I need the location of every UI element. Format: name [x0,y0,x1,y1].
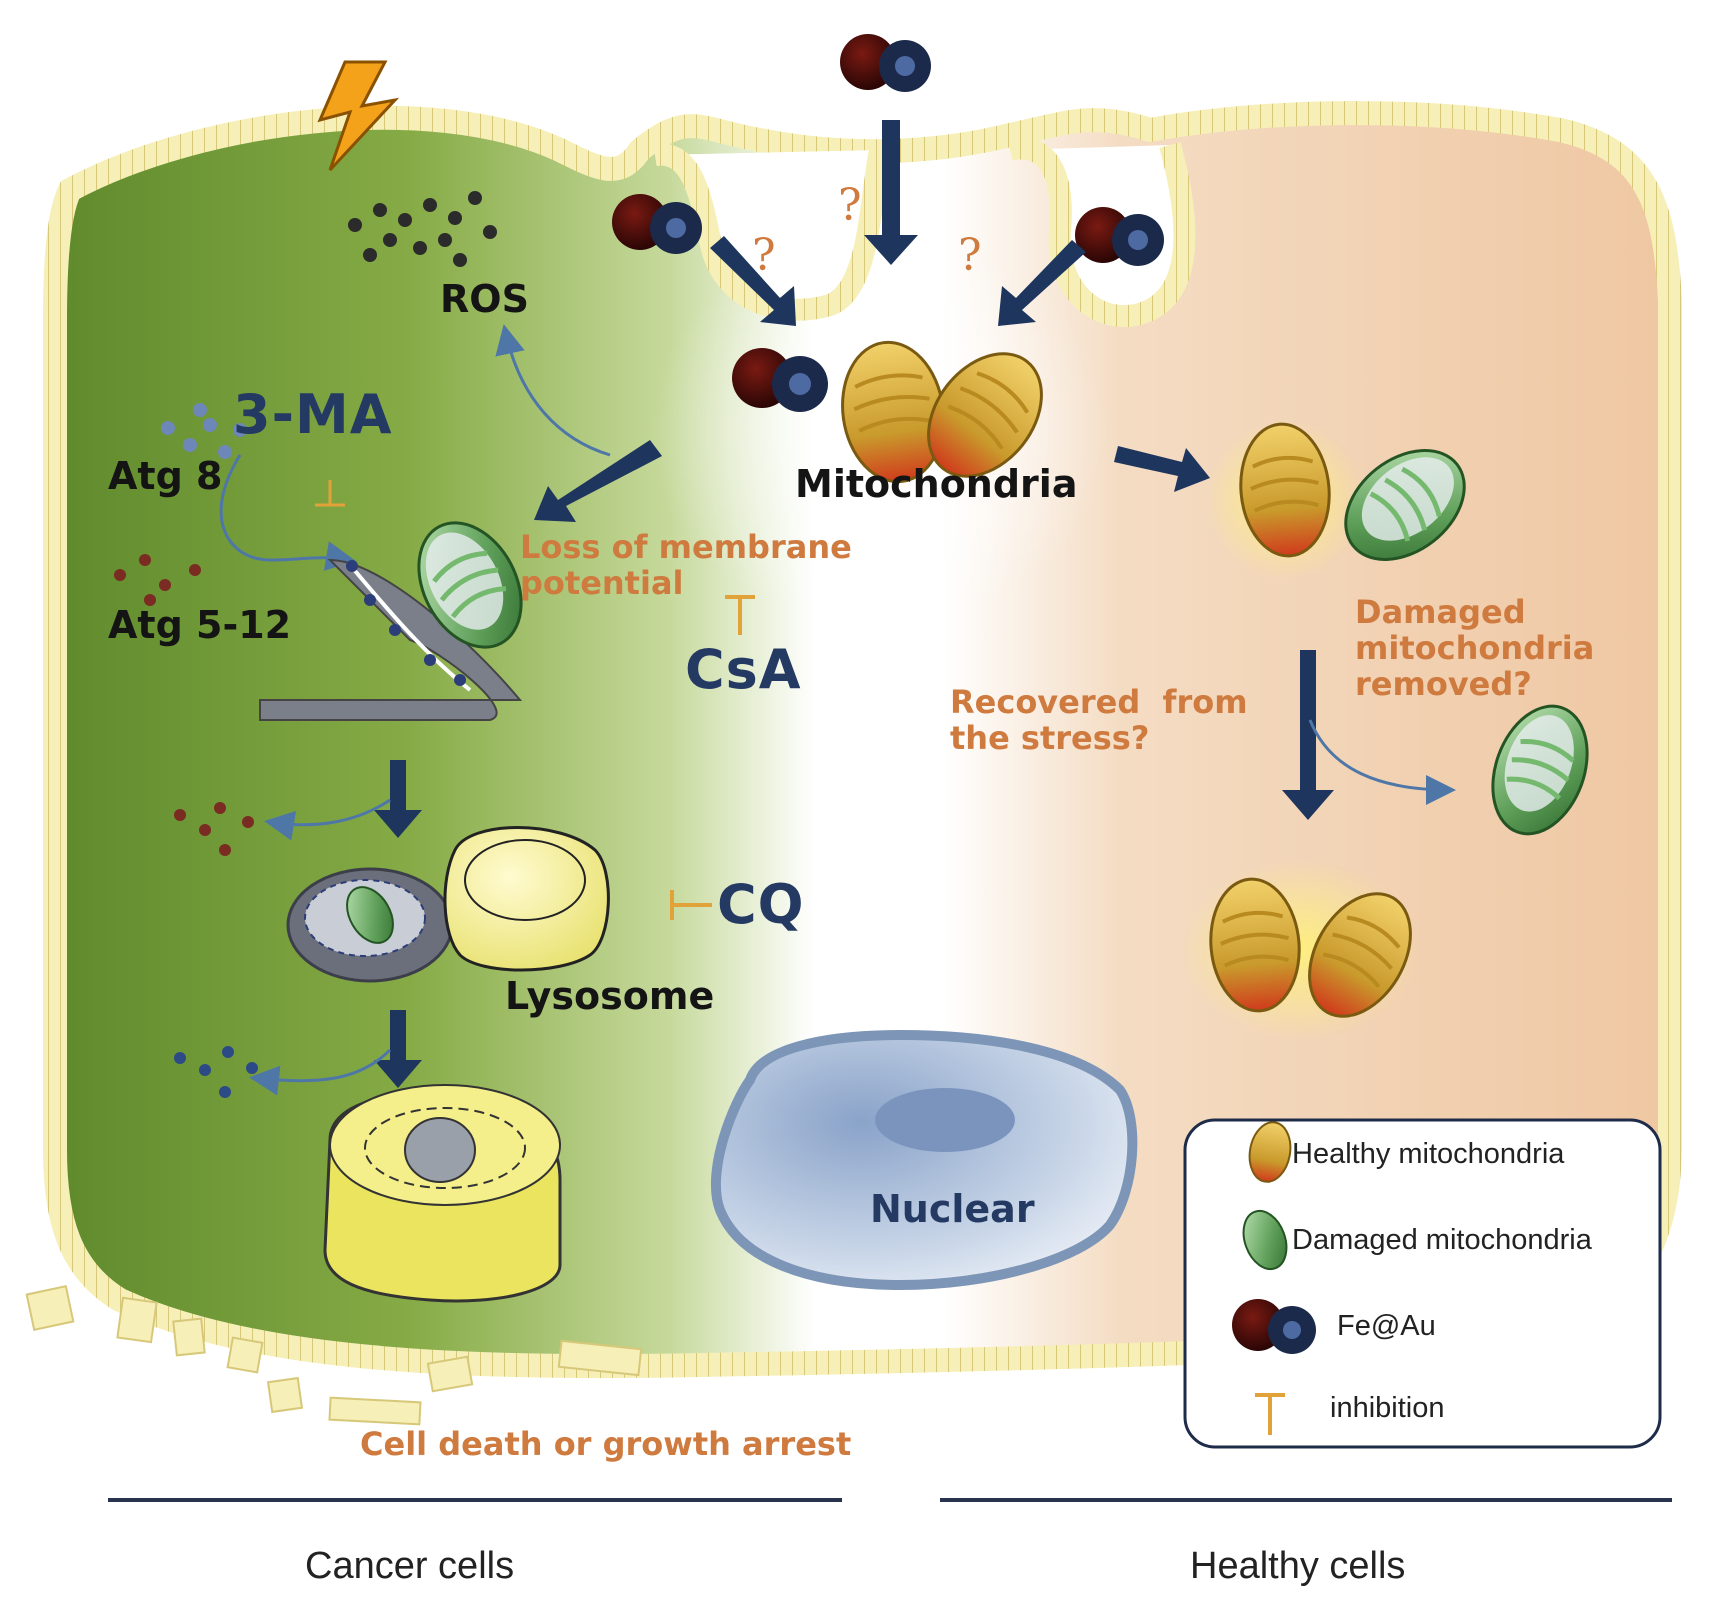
lightning-icon [317,60,400,172]
uptake-arrows [374,120,1334,1088]
lysosome-shape [443,826,610,972]
inhibition-symbol-csa [725,595,755,635]
autophagosome [286,867,454,983]
ros-particles [348,191,497,267]
legend-box [1183,1118,1662,1449]
degraded-particles-1 [174,802,254,856]
cq-label: CQ [717,873,805,936]
mitochondria-label: Mitochondria [795,462,1078,506]
question-mark-right: ? [958,230,982,281]
phagophore [259,558,523,721]
recovered-label: Recovered from the stress? [950,683,1248,757]
csa-label: CsA [685,638,802,701]
atg5-12-label: Atg 5-12 [108,603,292,647]
damaged-mitochondrion-1 [417,521,523,649]
healthy-mitochondrion-right-1 [1239,422,1331,558]
legend-feau-icon [1232,1299,1316,1354]
damaged-removed-label: Damaged mitochondria removed? [1355,593,1595,703]
feau-particle-center [732,348,828,412]
damaged-mitochondrion-right-1 [1344,449,1466,561]
atg5-12-particles [114,554,201,606]
3ma-label: 3-MA [233,383,393,446]
healthy-mitochondrion-recovered-2 [1308,892,1412,1018]
legend-feau-label: Fe@Au [1337,1310,1436,1342]
autolysosome [323,1084,562,1303]
nuclear-label: Nuclear [870,1187,1035,1231]
legend-healthy-label: Healthy mitochondria [1292,1138,1565,1170]
question-mark-left: ? [752,230,776,281]
atg8-particles [161,403,247,459]
inhibition-symbol-3ma [315,480,345,507]
membrane-fragments [25,1285,643,1426]
feau-particle-right [1075,207,1164,266]
pathway-arrows [219,324,1456,1096]
inhibition-symbol-cq [670,890,712,920]
legend-inhibition-label: inhibition [1330,1392,1445,1424]
loss-membrane-potential-label: Loss of membrane potential [520,528,852,602]
legend-healthy-icon [1248,1121,1292,1183]
healthy-cells-heading: Healthy cells [1190,1545,1406,1587]
legend-damaged-icon [1242,1209,1288,1271]
cancer-cells-heading: Cancer cells [305,1545,515,1587]
healthy-mitochondrion-center-2 [927,352,1043,478]
feau-particle-top [840,34,931,92]
nucleus [710,1029,1138,1291]
feau-particle-left [612,194,702,254]
healthy-mitochondrion-recovered-1 [1209,877,1301,1013]
legend-damaged-label: Damaged mitochondria [1292,1224,1592,1256]
damaged-mitochondrion-removed [1491,704,1589,836]
degraded-particles-2 [174,1046,258,1098]
cell-death-label: Cell death or growth arrest [360,1425,852,1463]
question-mark-top: ? [838,180,862,231]
atg8-label: Atg 8 [108,454,223,498]
ros-label: ROS [440,277,529,321]
legend-inhibition-icon [1255,1393,1285,1435]
lysosome-label: Lysosome [505,974,715,1018]
